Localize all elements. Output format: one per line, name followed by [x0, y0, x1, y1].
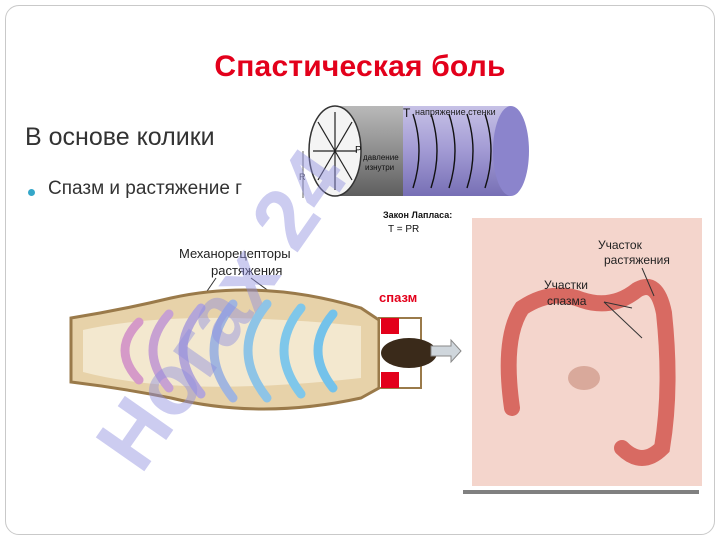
- bullet-marker: [28, 189, 35, 196]
- laplace-law-label: Закон Лапласа:: [383, 210, 452, 220]
- slide: Спастическая боль В основе колики Спазм …: [5, 5, 715, 535]
- mechanoreceptors-label-2: растяжения: [211, 263, 282, 278]
- p-symbol: P: [355, 145, 362, 156]
- pointer-line: [603, 301, 643, 339]
- spasm-areas-label-1: Участки: [544, 278, 588, 292]
- bolus: [381, 338, 437, 368]
- spasm-areas-label-2: спазма: [547, 294, 587, 308]
- intestine-tube-figure: Механорецепторы растяжения спазм: [69, 246, 462, 411]
- bullet-text: Спазм и растяжение г: [48, 178, 243, 199]
- slide-heading: В основе колики: [25, 123, 215, 151]
- wall-tension-label: напряжение стенки: [415, 107, 496, 117]
- stretch-area-label-2: растяжения: [604, 253, 670, 267]
- colon: [500, 279, 676, 466]
- receptor-rings: [120, 299, 338, 403]
- inner-pressure-label-2: изнутри: [365, 163, 394, 172]
- divider-line: [463, 490, 699, 494]
- spasm-band-top: [381, 318, 399, 334]
- r-symbol: R: [299, 172, 306, 182]
- spasm-band-bottom: [381, 372, 399, 388]
- cylinder-end: [493, 106, 529, 196]
- pointer-line: [603, 301, 633, 309]
- inner-pressure-label-1: давление: [363, 153, 399, 162]
- stretch-area-label-1: Участок: [598, 238, 643, 252]
- pointer-line: [641, 267, 655, 297]
- tension-arrows: [412, 113, 492, 189]
- spasm-label: спазм: [379, 290, 417, 305]
- pressure-arrows: [313, 112, 357, 190]
- colon-figure: Участок растяжения Участки спазма: [472, 218, 702, 486]
- t-symbol: T: [403, 106, 411, 120]
- direction-arrow: [430, 338, 462, 364]
- slide-title: Спастическая боль: [214, 50, 506, 83]
- laplace-formula: T = PR: [388, 224, 419, 235]
- navel: [568, 366, 600, 390]
- mechanoreceptors-label-1: Механорецепторы: [179, 246, 291, 261]
- laplace-cylinder-figure: R T напряжение стенки P давление изнутри…: [299, 105, 529, 235]
